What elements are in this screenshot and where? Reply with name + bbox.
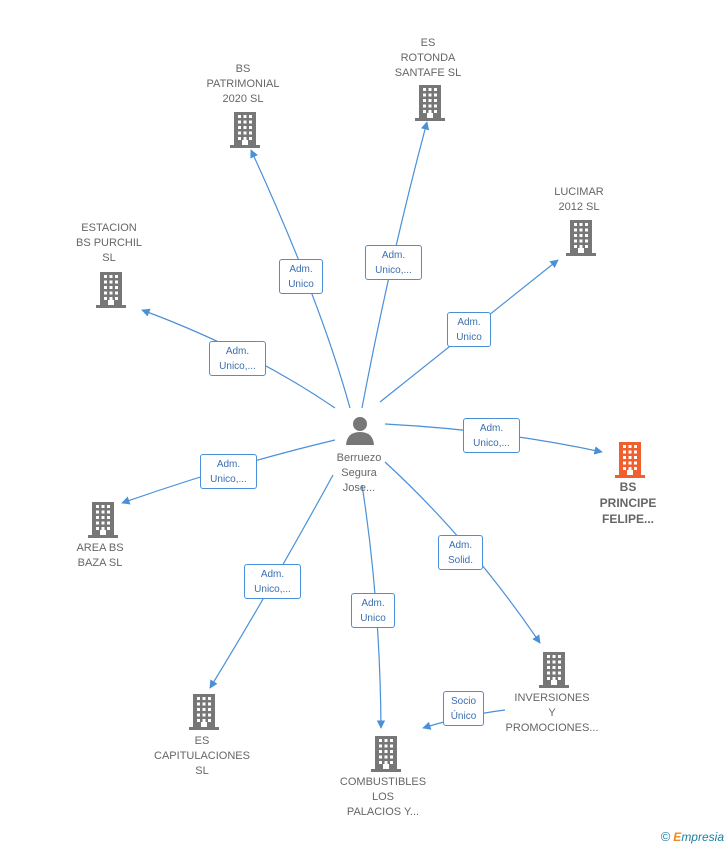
relation-label-lucimar[interactable]: Adm. Unico — [447, 312, 491, 347]
company-label-lucimar[interactable]: LUCIMAR 2012 SL — [554, 186, 604, 213]
building-icon[interactable] — [615, 442, 645, 478]
relation-label-inversiones-combustibles[interactable]: Socio Único — [443, 691, 484, 726]
building-icon[interactable] — [415, 85, 445, 121]
copyright-icon: © — [660, 829, 671, 844]
relation-label-combustibles[interactable]: Adm. Unico — [351, 593, 395, 628]
building-icon[interactable] — [88, 502, 118, 538]
building-icon[interactable] — [371, 736, 401, 772]
company-label-area-bs[interactable]: AREA BS BAZA SL — [76, 542, 124, 569]
brand-initial: E — [673, 830, 682, 844]
company-label-bs-principe[interactable]: BS PRINCIPE FELIPE... — [599, 480, 657, 526]
building-icon[interactable] — [189, 694, 219, 730]
company-label-es-rotonda[interactable]: ES ROTONDA SANTAFE SL — [394, 37, 462, 79]
center-person-label[interactable]: Berruezo Segura Jose... — [336, 452, 382, 494]
company-label-es-capitaciones[interactable]: ES CAPITULACIONES SL — [154, 735, 250, 777]
company-label-estacion[interactable]: ESTACION BS PURCHIL SL — [75, 222, 143, 264]
relation-label-inversiones[interactable]: Adm. Solid. — [438, 535, 483, 570]
person-icon[interactable] — [345, 415, 375, 445]
company-label-inversiones[interactable]: INVERSIONES Y PROMOCIONES... — [505, 692, 599, 734]
building-icon[interactable] — [96, 272, 126, 308]
empresia-brand[interactable]: ©Empresia — [661, 829, 724, 844]
relation-label-bs-principe[interactable]: Adm. Unico,... — [463, 418, 520, 453]
relation-label-es-rotonda[interactable]: Adm. Unico,... — [365, 245, 422, 280]
brand-name: mpresia — [681, 830, 724, 844]
relation-label-estacion[interactable]: Adm. Unico,... — [209, 341, 266, 376]
building-icon[interactable] — [539, 652, 569, 688]
company-label-combustibles[interactable]: COMBUSTIBLES LOS PALACIOS Y... — [339, 776, 427, 818]
company-label-bs-patrimonial[interactable]: BS PATRIMONIAL 2020 SL — [206, 63, 280, 105]
relation-label-bs-patrimonial[interactable]: Adm. Unico — [279, 259, 323, 294]
relation-label-es-capitaciones[interactable]: Adm. Unico,... — [244, 564, 301, 599]
building-icon[interactable] — [230, 112, 260, 148]
building-icon[interactable] — [566, 220, 596, 256]
relation-label-area-bs[interactable]: Adm. Unico,... — [200, 454, 257, 489]
